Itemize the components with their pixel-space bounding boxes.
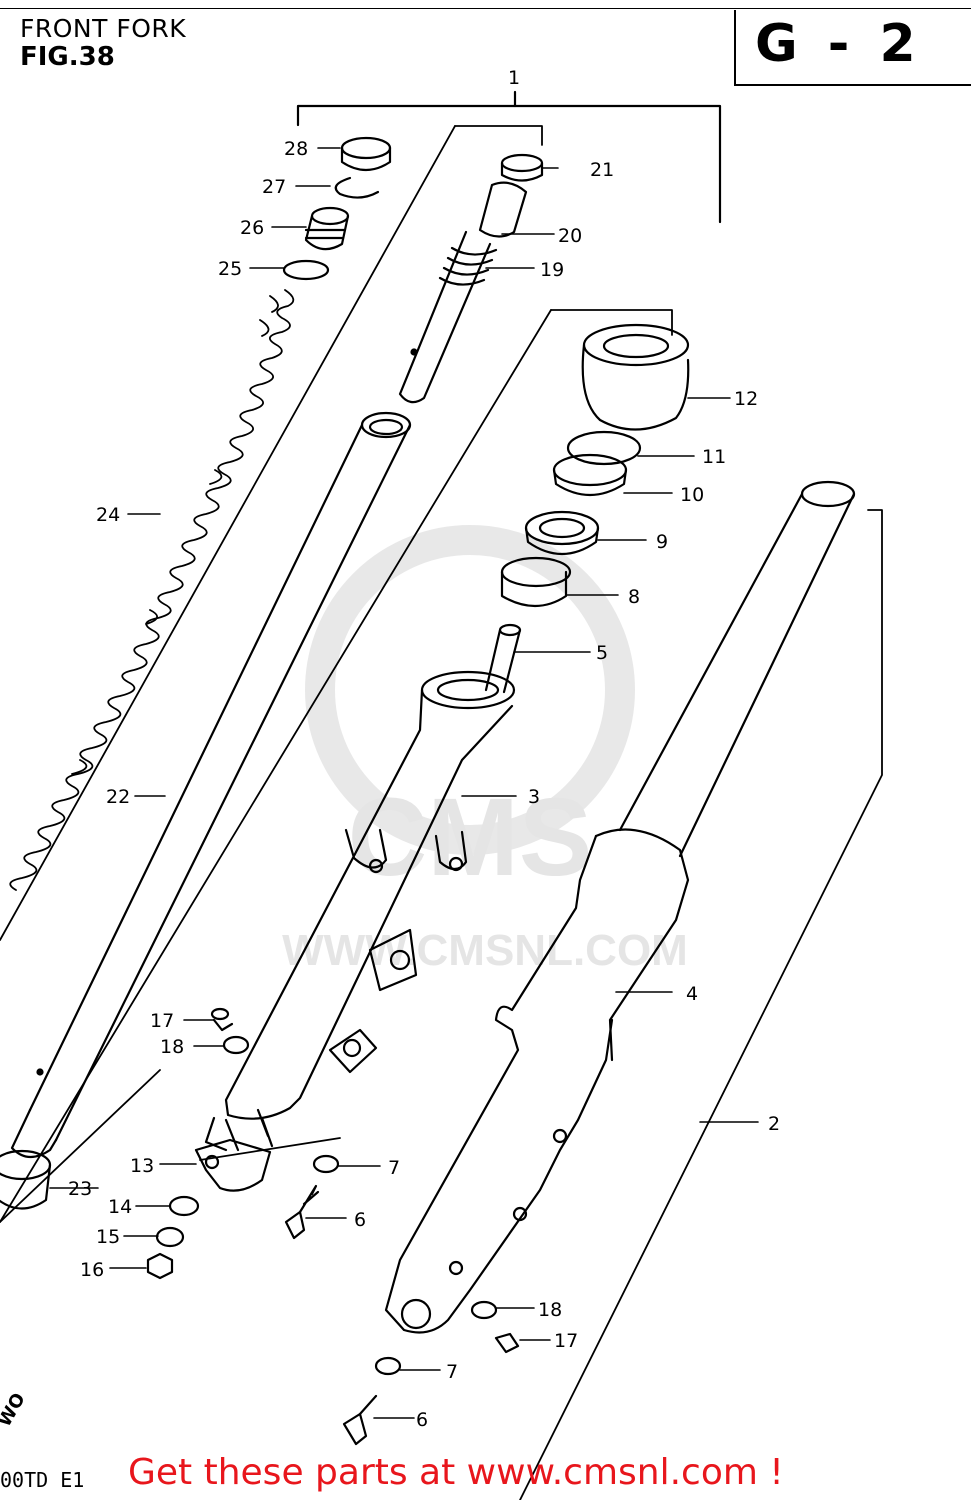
leader-lines xyxy=(49,147,759,1419)
top-cap xyxy=(340,136,392,172)
guide-lines xyxy=(0,125,883,1500)
callout-10: 10 xyxy=(680,484,704,506)
bolt-6-mid xyxy=(284,1184,320,1240)
section-box xyxy=(734,10,971,86)
figure-label: FIG.38 xyxy=(20,42,115,72)
callout-2: 2 xyxy=(768,1113,780,1135)
callout-15: 15 xyxy=(96,1226,120,1248)
callout-23: 23 xyxy=(68,1178,92,1200)
callout-3: 3 xyxy=(528,786,540,808)
callout-22: 22 xyxy=(106,786,130,808)
washer-14 xyxy=(168,1195,200,1217)
callout-13: 13 xyxy=(130,1155,154,1177)
washer-18-right xyxy=(470,1300,498,1320)
callout-7: 7 xyxy=(388,1157,400,1179)
callout-5: 5 xyxy=(596,642,608,664)
callout-8: 8 xyxy=(628,586,640,608)
inner-tube xyxy=(10,411,412,1159)
callout-17-right: 17 xyxy=(554,1330,578,1352)
callout-27: 27 xyxy=(262,176,286,198)
parts-link-banner[interactable]: Get these parts at www.cmsnl.com ! xyxy=(128,1452,784,1493)
section-code: G - 2 xyxy=(755,14,922,74)
outer-tube-right xyxy=(384,828,690,1334)
callout-25: 25 xyxy=(218,258,242,280)
washer-7-right xyxy=(374,1356,402,1376)
guide-bush xyxy=(500,556,572,607)
callout-16: 16 xyxy=(80,1259,104,1281)
oil-seal xyxy=(524,510,600,555)
callout-1: 1 xyxy=(508,67,520,89)
callout-12: 12 xyxy=(734,388,758,410)
watermark-url: WWW.CMSNL.COM xyxy=(282,926,688,975)
callout-7-right: 7 xyxy=(446,1361,458,1383)
callout-18-right: 18 xyxy=(538,1299,562,1321)
circlip xyxy=(334,176,380,199)
callout-19: 19 xyxy=(540,259,564,281)
oil-lock-piece xyxy=(0,1149,52,1210)
washer-15 xyxy=(155,1226,185,1248)
callout-17: 17 xyxy=(150,1010,174,1032)
page-title: FRONT FORK xyxy=(20,14,187,43)
callout-20: 20 xyxy=(558,225,582,247)
drain-bolt-right xyxy=(494,1332,520,1354)
callout-labels: 1 2 3 4 5 6 7 8 9 10 11 12 13 14 15 16 1… xyxy=(68,67,780,1431)
model-code: 00TD E1 xyxy=(0,1468,85,1492)
top-rule xyxy=(0,8,971,9)
callout-24: 24 xyxy=(96,504,120,526)
watermark: CMS WWW.CMSNL.COM xyxy=(282,525,688,975)
inner-tube-right xyxy=(618,480,856,858)
callout-6-right: 6 xyxy=(416,1409,428,1431)
callout-9: 9 xyxy=(656,531,668,553)
callout-21: 21 xyxy=(590,159,614,181)
washer-18-left xyxy=(222,1035,250,1055)
fork-spring xyxy=(9,289,295,891)
damper-cylinder xyxy=(484,623,522,694)
callout-11: 11 xyxy=(702,446,726,468)
stopper-ring xyxy=(566,430,642,466)
callout-4: 4 xyxy=(686,983,698,1005)
washer-7-mid xyxy=(312,1154,340,1174)
bolt-6-right xyxy=(342,1394,378,1446)
callout-14: 14 xyxy=(108,1196,132,1218)
callout-6: 6 xyxy=(354,1209,366,1231)
callout-18: 18 xyxy=(160,1036,184,1058)
o-ring xyxy=(282,259,330,281)
nut-16 xyxy=(146,1252,174,1280)
damper-rod xyxy=(398,153,544,404)
assembly-bracket xyxy=(296,90,722,224)
oil-seal-spacer xyxy=(552,453,628,496)
cap-bolt xyxy=(304,206,350,251)
callout-26: 26 xyxy=(240,217,264,239)
drain-bolt-left xyxy=(210,1007,234,1032)
axle-holder xyxy=(194,1116,274,1192)
watermark-brand: CMS xyxy=(348,776,592,899)
dust-seal xyxy=(581,323,690,431)
callout-28: 28 xyxy=(284,138,308,160)
